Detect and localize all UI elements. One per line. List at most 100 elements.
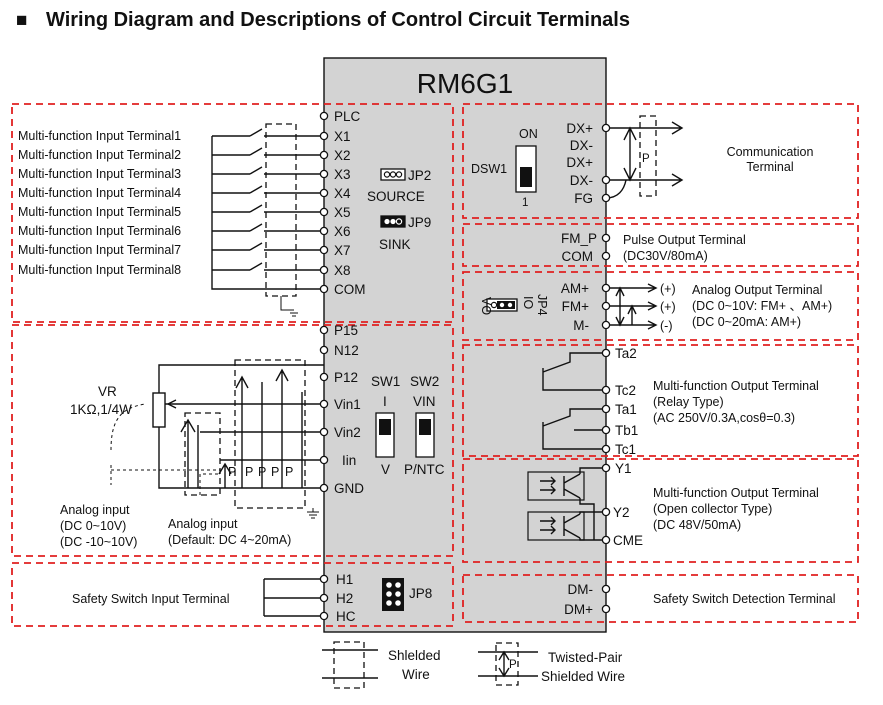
jp4-jumper[interactable] bbox=[486, 298, 518, 312]
dsw-one-label: 1 bbox=[522, 197, 528, 209]
terminal-fm-plus: FM+ bbox=[562, 299, 589, 314]
analog-output-wiring bbox=[601, 283, 658, 330]
comm-desc-line1: Communication bbox=[727, 145, 814, 159]
terminal-p15: P15 bbox=[334, 323, 358, 338]
sw2-label: SW2 bbox=[410, 374, 439, 389]
terminal-y1: Y1 bbox=[615, 461, 632, 476]
oc-desc-line2: (Open collector Type) bbox=[653, 502, 772, 516]
sw2-top-label: VIN bbox=[413, 394, 436, 409]
terminal-p12: P12 bbox=[334, 370, 358, 385]
input-label-7: Multi-function Input Terminal7 bbox=[18, 243, 181, 257]
analog-input-terminal-dots bbox=[319, 325, 329, 493]
safety-input-wiring bbox=[263, 574, 329, 621]
relay-output-frame bbox=[462, 344, 859, 457]
terminal-fm-p: FM_P bbox=[561, 231, 597, 246]
input-label-5: Multi-function Input Terminal5 bbox=[18, 205, 181, 219]
terminal-hc: HC bbox=[336, 609, 356, 624]
terminal-dx-plus-2: DX+ bbox=[566, 155, 593, 170]
relay-output-wiring bbox=[542, 348, 611, 454]
input-terminals-frame bbox=[11, 103, 454, 323]
fm-p-dot bbox=[601, 233, 611, 243]
terminal-tb1: Tb1 bbox=[615, 423, 638, 438]
jp2-jumper[interactable] bbox=[380, 168, 406, 181]
terminal-h2: H2 bbox=[336, 591, 353, 606]
comm-p-mark: P bbox=[642, 153, 650, 165]
analog-v-line3: (DC -10~10V) bbox=[60, 535, 137, 549]
pulse-desc-line1: Pulse Output Terminal bbox=[623, 233, 746, 247]
open-collector-frame bbox=[462, 458, 859, 563]
polarity-fm: (+) bbox=[660, 300, 676, 314]
p-mark-2: P bbox=[258, 465, 266, 479]
analog-output-frame bbox=[462, 271, 859, 341]
pulse-output-frame bbox=[462, 223, 859, 267]
terminal-dx-minus-2: DX- bbox=[570, 173, 593, 188]
terminal-ta1: Ta1 bbox=[615, 402, 637, 417]
jp8-label: JP8 bbox=[409, 586, 432, 601]
analog-v-line1: Analog input bbox=[60, 503, 130, 517]
terminal-dx-minus-1: DX- bbox=[570, 138, 593, 153]
title-bullet: ■ bbox=[16, 10, 27, 31]
terminal-plc: PLC bbox=[334, 109, 361, 124]
input-label-3: Multi-function Input Terminal3 bbox=[18, 167, 181, 181]
open-collector-wiring bbox=[527, 463, 611, 545]
jp2-label: JP2 bbox=[408, 168, 431, 183]
sw2-switch[interactable] bbox=[415, 412, 435, 458]
relay-desc-line3: (AC 250V/0.3A,cosθ=0.3) bbox=[653, 411, 795, 425]
terminal-h1: H1 bbox=[336, 572, 353, 587]
terminal-x4: X4 bbox=[334, 186, 351, 201]
jp9-jumper[interactable] bbox=[380, 215, 406, 228]
input-terminal-dots bbox=[319, 111, 329, 294]
title-text: Wiring Diagram and Descriptions of Contr… bbox=[46, 9, 630, 31]
terminal-x2: X2 bbox=[334, 148, 351, 163]
p-mark-3: P bbox=[271, 465, 279, 479]
sw1-label: SW1 bbox=[371, 374, 400, 389]
input-label-4: Multi-function Input Terminal4 bbox=[18, 186, 181, 200]
terminal-m-minus: M- bbox=[573, 318, 589, 333]
analog-input-frame bbox=[11, 324, 454, 557]
legend-twisted-line1: Twisted-Pair bbox=[548, 650, 623, 665]
sw2-bottom-label: P/NTC bbox=[404, 462, 445, 477]
terminal-gnd: GND bbox=[334, 481, 364, 496]
terminal-x3: X3 bbox=[334, 167, 351, 182]
sw1-switch[interactable] bbox=[375, 412, 395, 458]
terminal-cme: CME bbox=[613, 533, 643, 548]
polarity-m: (-) bbox=[660, 319, 673, 333]
legend-twisted-p: P bbox=[509, 659, 517, 671]
legend-shielded-line1: Shlelded bbox=[388, 648, 441, 663]
source-label: SOURCE bbox=[367, 189, 425, 204]
analog-out-desc-line3: (DC 0~20mA: AM+) bbox=[692, 315, 801, 329]
drive-model: RM6G1 bbox=[417, 68, 513, 99]
page-title: ■ Wiring Diagram and Descriptions of Con… bbox=[16, 9, 630, 31]
terminal-dm-minus: DM- bbox=[568, 582, 594, 597]
safety-input-frame bbox=[11, 562, 454, 627]
relay-desc-line2: (Relay Type) bbox=[653, 395, 724, 409]
analog-v-line2: (DC 0~10V) bbox=[60, 519, 126, 533]
input-label-6: Multi-function Input Terminal6 bbox=[18, 224, 181, 238]
jp8-jumper[interactable] bbox=[382, 578, 404, 611]
communication-frame bbox=[462, 103, 859, 219]
dm-minus-dot bbox=[601, 584, 611, 594]
jp4-vo-label: VO bbox=[479, 297, 493, 315]
polarity-am: (+) bbox=[660, 282, 676, 296]
pulse-com-dot bbox=[601, 251, 611, 261]
input-label-1: Multi-function Input Terminal1 bbox=[18, 129, 181, 143]
jp4-io-label: IO bbox=[521, 296, 535, 309]
oc-desc-line3: (DC 48V/50mA) bbox=[653, 518, 741, 532]
safety-detect-frame bbox=[462, 574, 859, 623]
dsw-label: DSW1 bbox=[471, 162, 507, 176]
jp4-label: JP4 bbox=[535, 294, 549, 316]
legend-twisted-pair-symbol bbox=[478, 642, 538, 686]
dsw1-switch[interactable] bbox=[515, 145, 537, 193]
input-label-2: Multi-function Input Terminal2 bbox=[18, 148, 181, 162]
terminal-x7: X7 bbox=[334, 243, 351, 258]
analog-i-line1: Analog input bbox=[168, 517, 238, 531]
input-label-8: Multi-function Input Terminal8 bbox=[18, 263, 181, 277]
analog-out-desc-line1: Analog Output Terminal bbox=[692, 283, 822, 297]
terminal-tc1: Tc1 bbox=[615, 442, 636, 457]
sink-label: SINK bbox=[379, 237, 411, 252]
terminal-iin: Iin bbox=[342, 453, 356, 468]
legend-shielded-wire-symbol bbox=[322, 641, 378, 689]
terminal-am-plus: AM+ bbox=[561, 281, 589, 296]
p-mark-1: P bbox=[245, 465, 253, 479]
